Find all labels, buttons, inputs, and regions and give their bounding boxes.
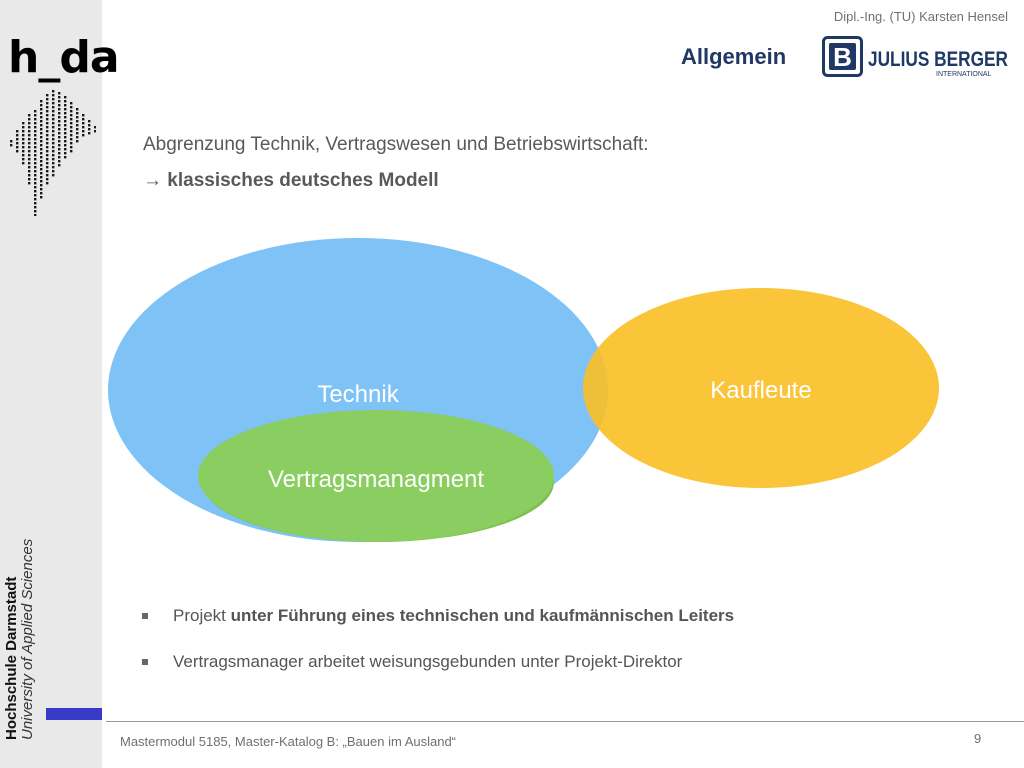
sidebar: h_da Hochschule Darmstadt University of … xyxy=(0,0,120,768)
kaufleute-ellipse xyxy=(583,288,939,488)
page-number: 9 xyxy=(974,731,982,746)
bullet-text: Projekt unter Führung eines technischen … xyxy=(173,606,735,625)
section-title: Allgemein xyxy=(681,44,787,69)
julius-berger-logo: B JULIUS BERGER INTERNATIONAL xyxy=(822,36,1008,78)
bullet-square-icon xyxy=(142,613,148,619)
footer-text: Mastermodul 5185, Master-Katalog B: „Bau… xyxy=(120,734,457,749)
julius-berger-logo-icon: B xyxy=(833,42,852,72)
vertragsmanagment-label: Vertragsmanagment xyxy=(268,466,484,493)
subheading-text: klassisches deutsches Modell xyxy=(167,170,439,191)
julius-berger-logo-name: JULIUS BERGER xyxy=(868,48,1008,71)
footer-divider xyxy=(106,721,1024,722)
hda-logo-text: h_da xyxy=(8,32,120,83)
bullet-square-icon xyxy=(142,659,148,665)
technik-label: Technik xyxy=(317,381,399,408)
julius-berger-logo-sub: INTERNATIONAL xyxy=(936,71,992,78)
arrow-right-icon: → xyxy=(143,170,162,191)
slide-subheading: → klassisches deutsches Modell xyxy=(143,170,439,192)
slide-heading: Abgrenzung Technik, Vertragswesen und Be… xyxy=(143,134,649,155)
bullet-text: Vertragsmanager arbeitet weisungsgebunde… xyxy=(173,652,683,671)
author-name: Dipl.-Ing. (TU) Karsten Hensel xyxy=(833,9,1008,24)
sidebar-accent-stripe xyxy=(46,708,102,720)
vertragsmanagment-ellipse xyxy=(198,410,554,542)
hda-dot-pattern-logo xyxy=(10,90,96,216)
kaufleute-label: Kaufleute xyxy=(710,377,811,404)
